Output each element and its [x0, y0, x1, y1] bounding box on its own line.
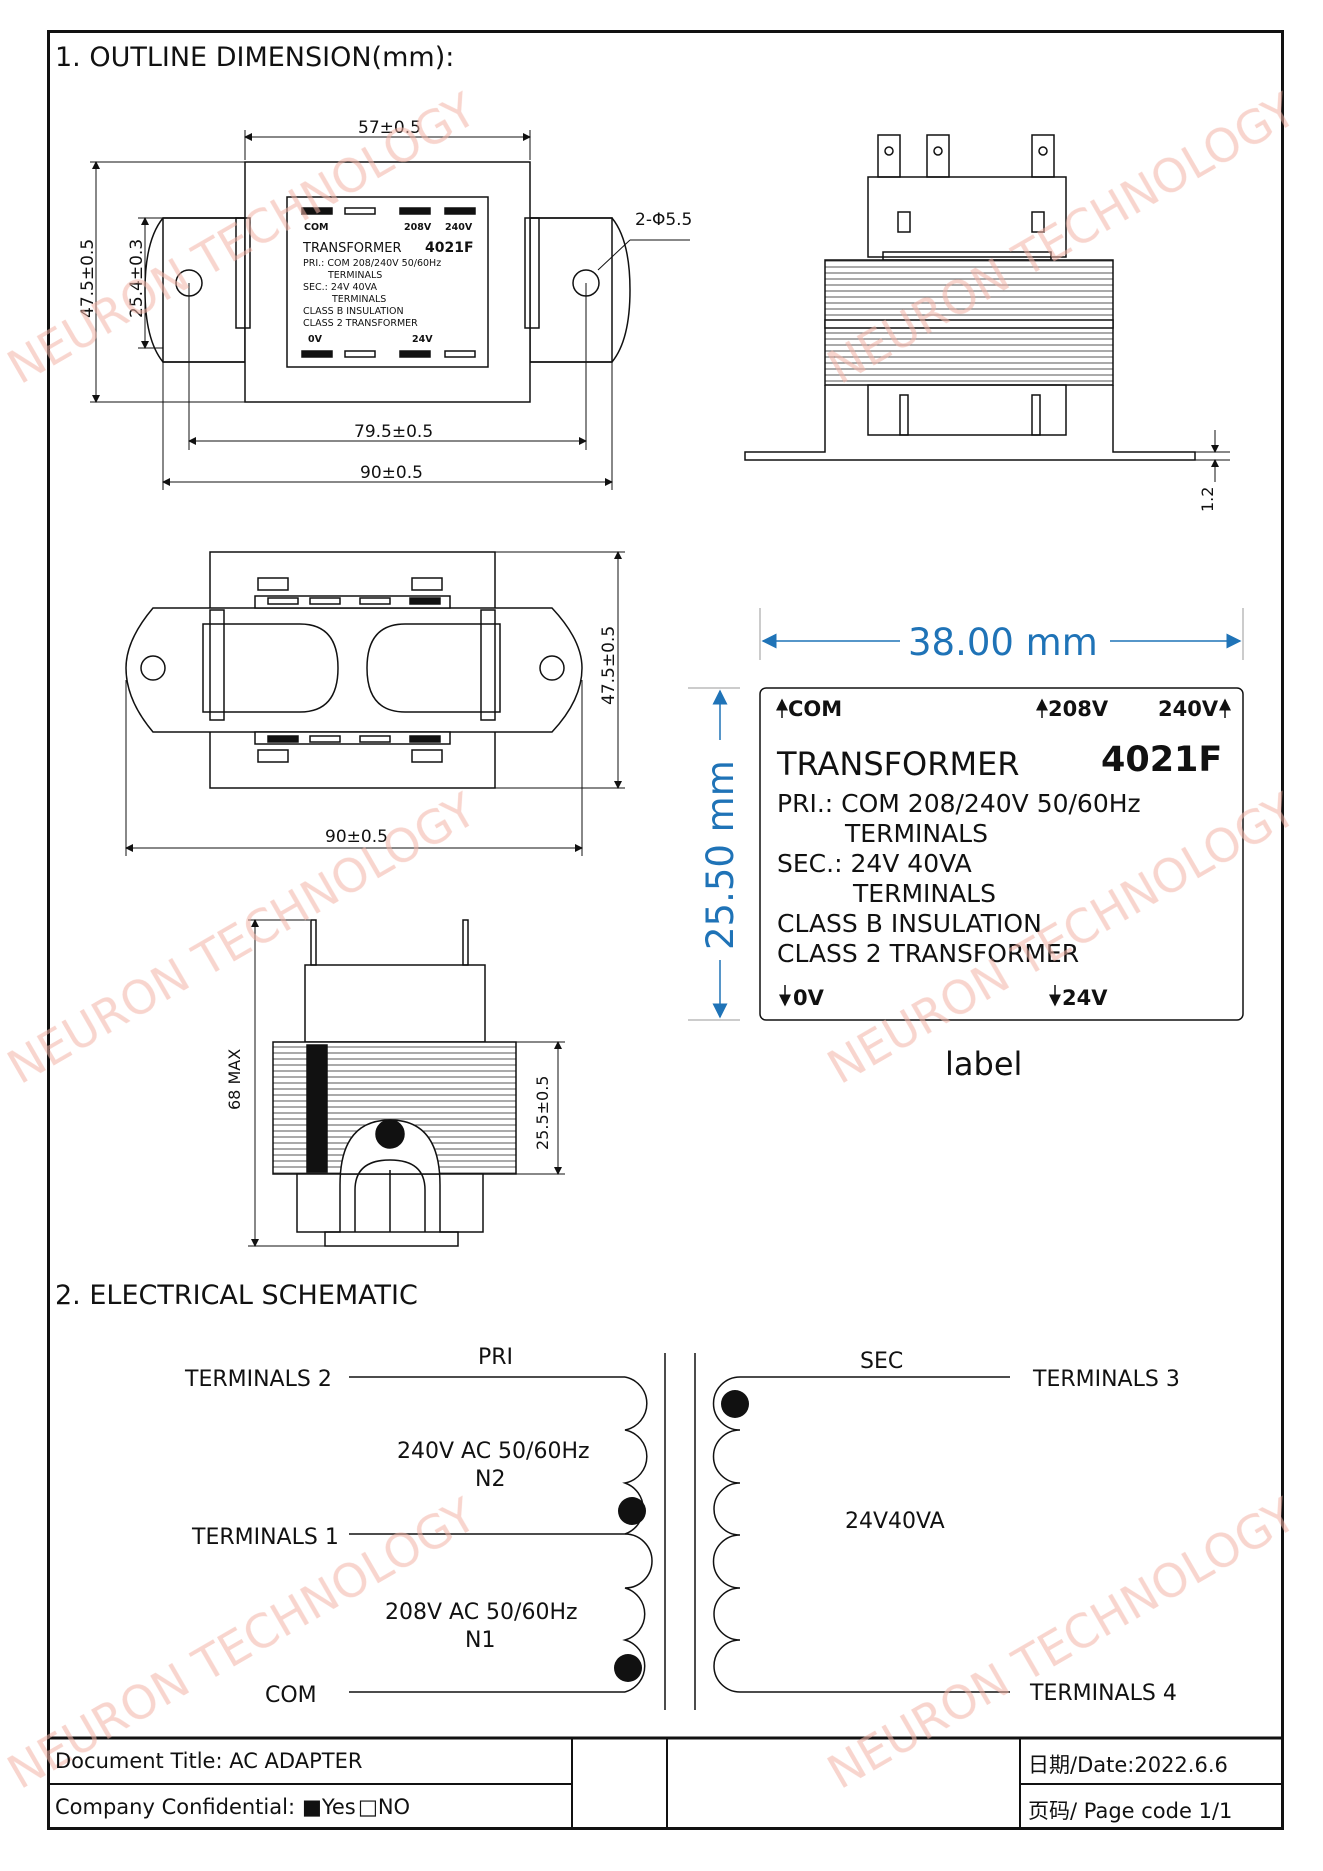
footer-doc-title: Document Title: AC ADAPTER — [55, 1749, 363, 1773]
end-view — [272, 919, 517, 1247]
label-com: COM — [788, 697, 842, 721]
small-label-pri-terminals: TERMINALS — [327, 270, 382, 281]
top-view-dimensions — [90, 130, 690, 490]
dim-height-inner: 25.4±0.3 — [127, 239, 147, 318]
label-sec-terminals: TERMINALS — [852, 879, 996, 908]
schematic-com: COM — [265, 1683, 317, 1708]
label-transformer: TRANSFORMER — [776, 745, 1020, 783]
schematic-section-title: 2. ELECTRICAL SCHEMATIC — [55, 1280, 418, 1311]
dim-base-thickness: 1.2 — [1198, 487, 1217, 512]
schematic — [349, 1353, 1010, 1710]
footer-confidential: Company Confidential: — [55, 1795, 296, 1819]
schematic-n2: N2 — [475, 1467, 505, 1492]
label-pri-terminals: TERMINALS — [844, 819, 988, 848]
bottom-view-dimensions — [125, 551, 625, 856]
dim-mount-hole: 2-Φ5.5 — [635, 210, 692, 230]
small-label-text: COM 208V 240V TRANSFORMER 4021F PRI.: CO… — [302, 222, 474, 345]
dim-width-top: 57±0.5 — [358, 118, 421, 138]
footer-no-checkbox: □NO — [358, 1795, 411, 1819]
schematic-terminals-1: TERMINALS 1 — [191, 1525, 339, 1550]
dim-bottom-width: 90±0.5 — [325, 827, 388, 847]
label-0v: 0V — [793, 986, 825, 1010]
small-label-24v: 24V — [412, 334, 433, 345]
top-view — [144, 161, 631, 403]
dim-side-stack: 25.5±0.5 — [533, 1076, 552, 1150]
schematic-terminals-3: TERMINALS 3 — [1032, 1367, 1180, 1392]
small-label-model: 4021F — [425, 240, 474, 256]
label-class-b: CLASS B INSULATION — [777, 909, 1042, 938]
schematic-secondary-rating: 24V40VA — [845, 1509, 945, 1534]
label-arrows — [776, 698, 1231, 1007]
label-height-dim: 25.50 mm — [699, 760, 742, 950]
drawing-frame — [47, 30, 1284, 1830]
small-label-208v: 208V — [404, 222, 432, 233]
label-pri: PRI.: COM 208/240V 50/60Hz — [777, 789, 1141, 818]
bottom-view — [125, 551, 583, 789]
footer-yes-checkbox: ■Yes — [302, 1795, 356, 1819]
schematic-n1: N1 — [465, 1628, 495, 1653]
small-label-class-b: CLASS B INSULATION — [303, 306, 404, 317]
label-240v: 240V — [1158, 697, 1219, 721]
schematic-labels: PRI SEC TERMINALS 2 TERMINALS 1 COM TERM… — [184, 1345, 1180, 1708]
small-label-240v: 240V — [445, 222, 473, 233]
label-width-dim: 38.00 mm — [908, 621, 1098, 664]
schematic-n2-voltage: 240V AC 50/60Hz — [397, 1439, 590, 1464]
footer-page-code: 页码/ Page code 1/1 — [1028, 1799, 1233, 1823]
label-class-2: CLASS 2 TRANSFORMER — [777, 939, 1079, 968]
dim-hole-span: 79.5±0.5 — [354, 422, 433, 442]
small-label-com: COM — [304, 222, 329, 233]
dim-bottom-height: 47.5±0.5 — [599, 626, 619, 705]
footer-date: 日期/Date:2022.6.6 — [1028, 1753, 1228, 1777]
schematic-polarity-dots — [614, 1390, 749, 1682]
schematic-n1-voltage: 208V AC 50/60Hz — [385, 1600, 578, 1625]
dim-overall-width: 90±0.5 — [360, 463, 423, 483]
schematic-terminals-4: TERMINALS 4 — [1029, 1681, 1177, 1706]
label-24v: 24V — [1062, 986, 1108, 1010]
side-view-top-right — [744, 134, 1196, 461]
footer-table — [47, 1736, 1284, 1830]
label-box — [759, 687, 1244, 1021]
outline-section-title: 1. OUTLINE DIMENSION(mm): — [55, 42, 455, 73]
schematic-terminals-2: TERMINALS 2 — [184, 1367, 332, 1392]
label-model: 4021F — [1101, 740, 1222, 780]
small-label-class-2: CLASS 2 TRANSFORMER — [303, 318, 418, 329]
dim-height-outer: 47.5±0.5 — [78, 239, 98, 318]
end-view-dimensions — [248, 919, 565, 1247]
label-sec: SEC.: 24V 40VA — [777, 849, 972, 878]
schematic-pri: PRI — [478, 1345, 513, 1370]
small-label-pri: PRI.: COM 208/240V 50/60Hz — [303, 258, 441, 269]
small-label-sec-terminals: TERMINALS — [331, 294, 386, 305]
side-view-thickness-dim — [1195, 430, 1230, 482]
dim-side-height: 68 MAX — [225, 1049, 244, 1110]
label-caption: label — [945, 1045, 1022, 1083]
label-208v: 208V — [1048, 697, 1109, 721]
schematic-sec: SEC — [860, 1349, 903, 1374]
label-dimensions — [688, 608, 1244, 1021]
small-label-sec: SEC.: 24V 40VA — [303, 282, 377, 293]
small-label-0v: 0V — [308, 334, 323, 345]
small-label-transformer: TRANSFORMER — [302, 241, 402, 256]
top-view-dimension-labels: 57±0.5 47.5±0.5 25.4±0.3 2-Φ5.5 79.5±0.5… — [78, 118, 692, 483]
label-text: COM 208V 240V TRANSFORMER 4021F PRI.: CO… — [776, 697, 1222, 1010]
